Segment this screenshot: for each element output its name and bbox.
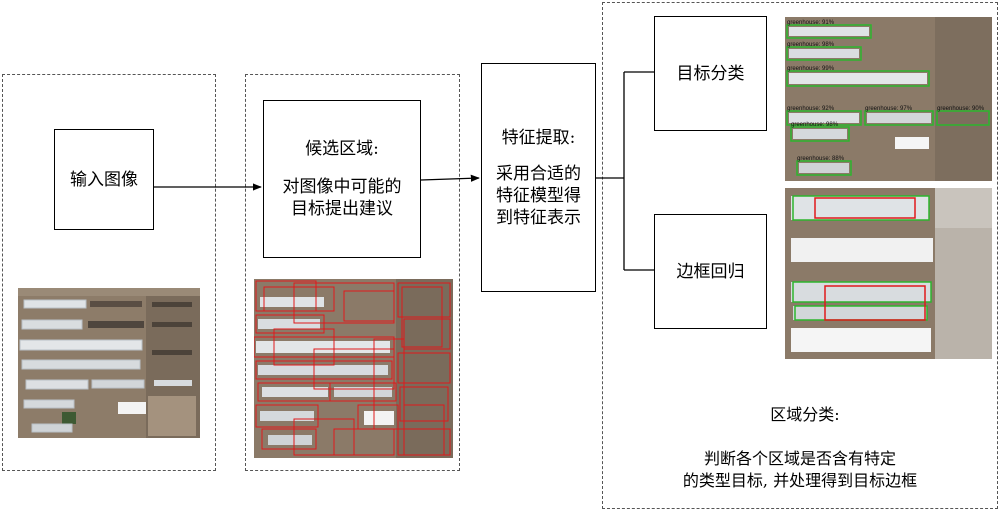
region-classification-desc-line2: 的类型目标, 并处理得到目标边框	[682, 471, 918, 490]
detection-label: greenhouse: 97%	[865, 106, 913, 112]
detection-result-image: greenhouse: 91% greenhouse: 98% greenhou…	[785, 17, 992, 181]
input-image-label: 输入图像	[70, 169, 138, 190]
feature-extraction-desc-line3: 到特征表示	[496, 207, 581, 228]
detection-label: greenhouse: 90%	[937, 106, 985, 112]
detection-label: greenhouse: 92%	[787, 106, 835, 112]
feature-extraction-box: 特征提取: 采用合适的 特征模型得 到特征表示	[481, 63, 596, 292]
region-proposal-desc-line2: 目标提出建议	[291, 199, 393, 219]
detection-label: greenhouse: 99%	[787, 66, 835, 72]
feature-extraction-desc-line1: 采用合适的	[496, 163, 581, 184]
arrow-proposal-to-feature	[420, 174, 480, 182]
region-proposal-desc-line1: 对图像中可能的	[282, 177, 402, 197]
detection-label: greenhouse: 88%	[797, 156, 845, 162]
input-image-box: 输入图像	[54, 129, 154, 230]
bbox-regression-box: 边框回归	[654, 214, 767, 329]
detection-label: greenhouse: 91%	[787, 20, 835, 26]
proposal-image	[254, 279, 453, 458]
proposal-group-frame	[245, 74, 460, 471]
region-classification-desc-line1: 判断各个区域是否含有特定	[703, 449, 896, 468]
detection-label: greenhouse: 98%	[787, 42, 835, 48]
region-proposal-box: 候选区域: 对图像中可能的 目标提出建议	[263, 100, 421, 258]
classification-group-frame	[602, 2, 998, 509]
region-proposal-title: 候选区域:	[305, 139, 379, 159]
input-group-frame	[2, 74, 216, 471]
feature-extraction-title: 特征提取:	[501, 127, 576, 148]
feature-extraction-desc-line2: 特征模型得	[496, 185, 581, 206]
classification-label: 目标分类	[676, 63, 745, 84]
detection-label: greenhouse: 98%	[791, 122, 839, 128]
classification-box: 目标分类	[654, 16, 767, 131]
region-classification-title: 区域分类:	[770, 405, 840, 424]
bbox-regression-image	[785, 188, 992, 359]
input-satellite-image	[18, 288, 200, 438]
bbox-regression-label: 边框回归	[676, 261, 745, 282]
